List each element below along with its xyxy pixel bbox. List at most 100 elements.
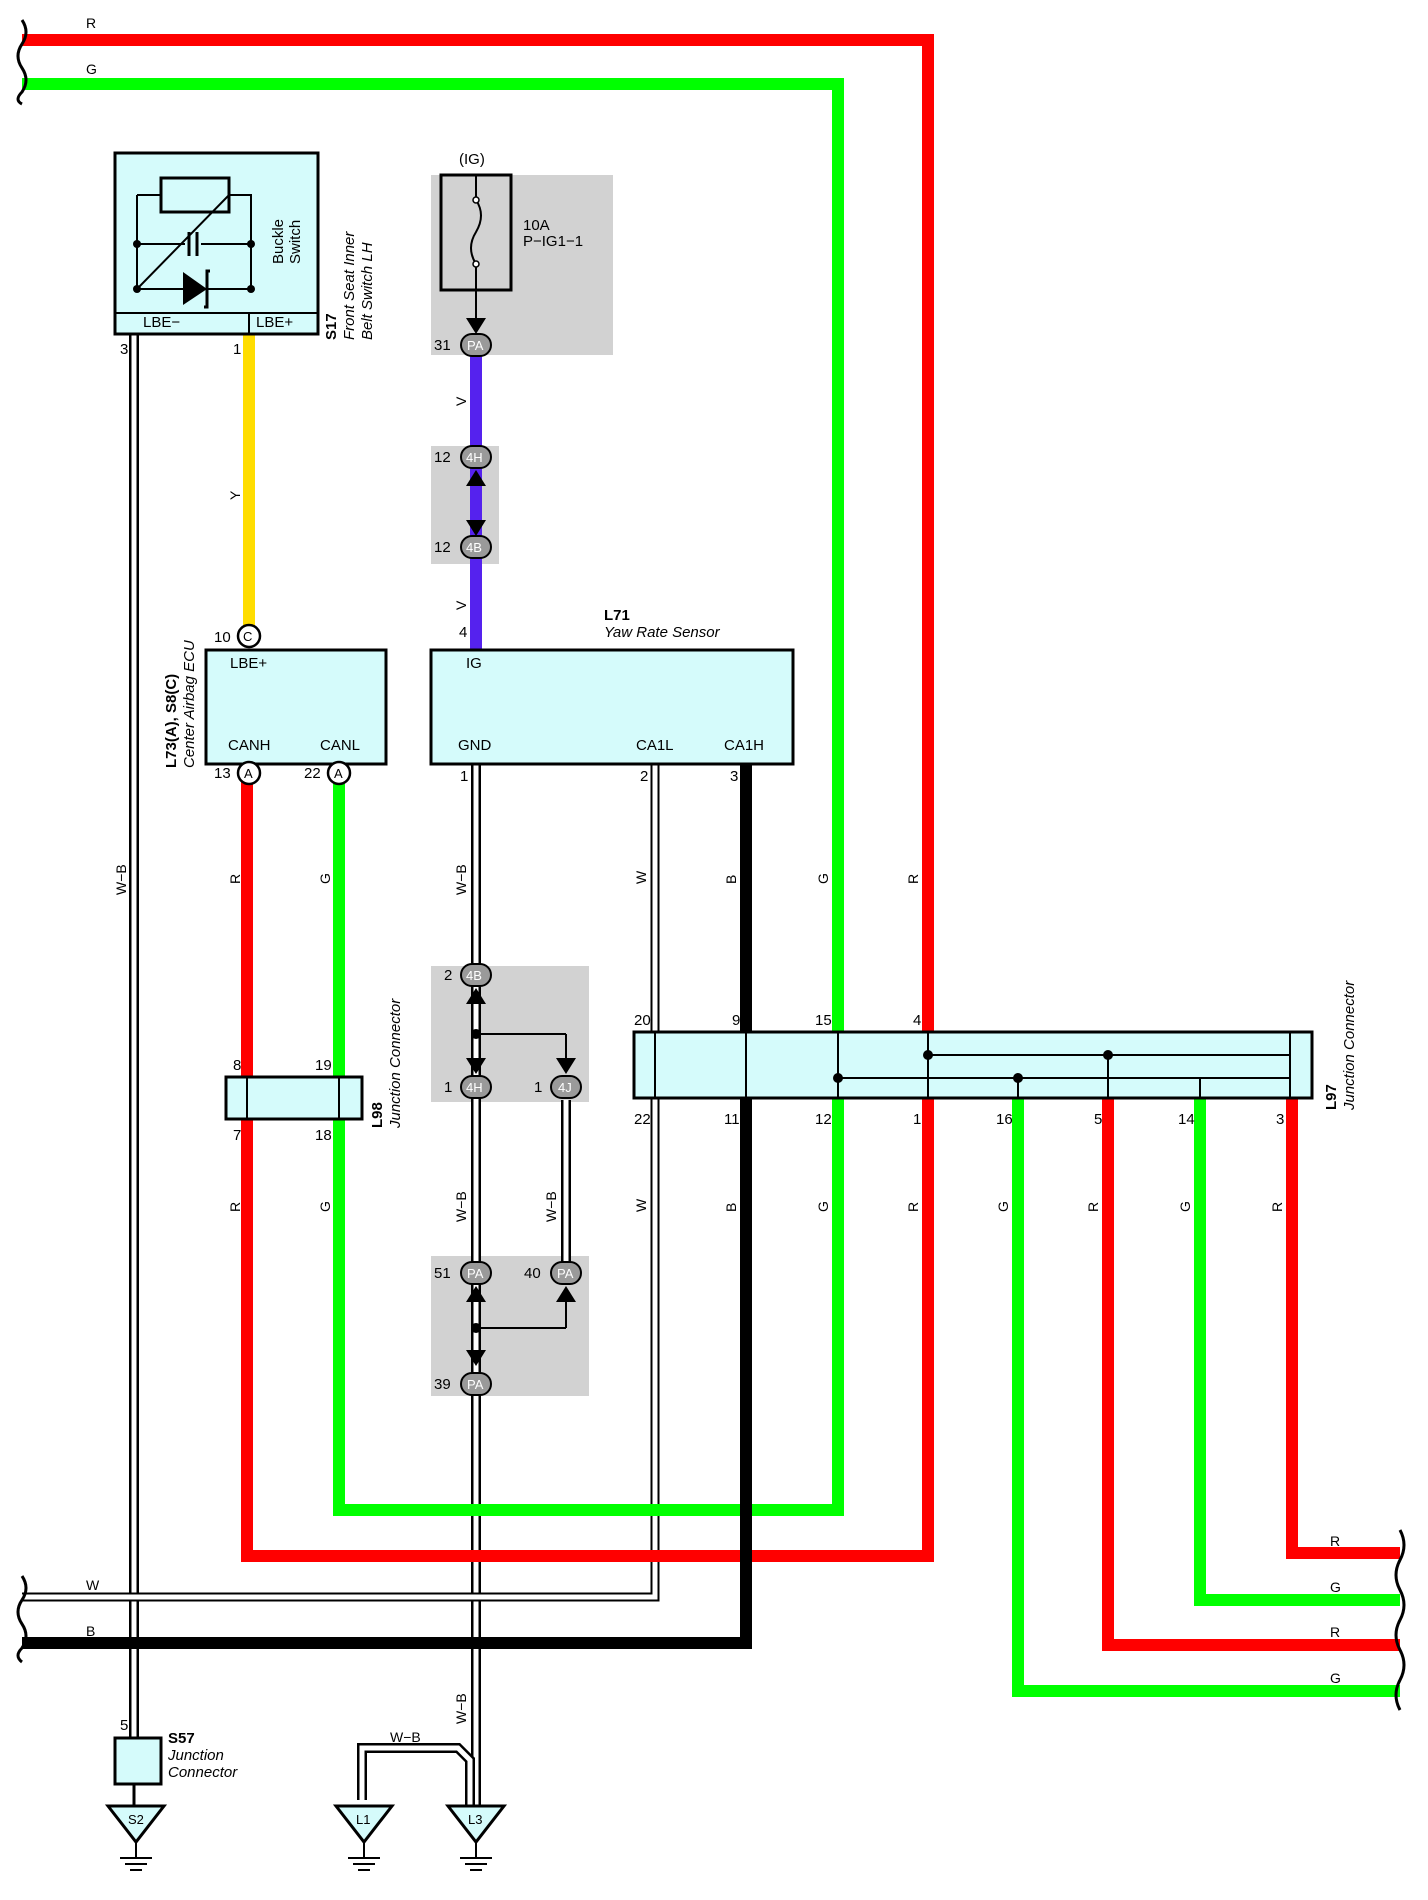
- pin-pa51: 51: [434, 1265, 451, 1282]
- bus-label-top-r: R: [86, 15, 96, 31]
- wl-r-l98-low: R: [227, 1202, 243, 1212]
- s17-pin-neg: 3: [120, 341, 128, 358]
- s57-name-line1: Junction: [167, 1747, 224, 1764]
- l98-pin-8: 8: [233, 1057, 241, 1074]
- svg-text:PA: PA: [557, 1266, 574, 1281]
- svg-text:4H: 4H: [466, 450, 483, 465]
- sensor-t-ig: IG: [466, 655, 482, 672]
- connector-arrow-pa51-up: [466, 1286, 486, 1302]
- l97-bottom-pin-16: 16: [996, 1111, 1013, 1128]
- l98-pin-18: 18: [315, 1127, 332, 1144]
- ground-l3-icon: [444, 1804, 508, 1871]
- wl-wb-gnd: W−B: [453, 864, 469, 895]
- wl-wb-ground: W−B: [453, 1693, 469, 1724]
- l97-code: L97: [1323, 1084, 1340, 1110]
- fuse-shade-area: [431, 175, 613, 355]
- connector-arrow-pa40-up: [556, 1286, 576, 1302]
- center-airbag-ecu: LBE+ CANH CANL: [204, 648, 388, 766]
- wl-g-l97-16: G: [995, 1201, 1011, 1212]
- ecu-connector-a-canl: [326, 760, 352, 786]
- wl-r-l97-3: R: [1269, 1202, 1285, 1212]
- splice-dot-pa: [471, 1323, 481, 1333]
- ecu-code: L73(A), S8(C): [163, 674, 180, 768]
- sensor-pin-ca1l: 2: [640, 768, 648, 785]
- sensor-code: L71: [604, 607, 630, 624]
- l98-junction-connector: [224, 1075, 364, 1121]
- fuse-name: P−IG1−1: [523, 233, 583, 250]
- s17-pin-pos: 1: [233, 341, 241, 358]
- svg-text:4B: 4B: [466, 540, 482, 555]
- wl-g-canl: G: [317, 873, 333, 884]
- connector-pa-39: PA: [460, 1372, 492, 1396]
- connector-arrow-4h1-down: [466, 1058, 486, 1074]
- ecu-name: Center Airbag ECU: [181, 640, 198, 768]
- wl-r-l97-1: R: [905, 1202, 921, 1212]
- wl-y-s17: Y: [227, 490, 243, 500]
- l98-pin-7: 7: [233, 1127, 241, 1144]
- wl-g-bus: G: [815, 873, 831, 884]
- bus-label-top-g: G: [86, 61, 97, 77]
- wl-v-lower: V: [453, 600, 469, 610]
- svg-text:PA: PA: [467, 338, 484, 353]
- l98-code: L98: [369, 1102, 386, 1128]
- s17-switch-line1: Buckle: [270, 219, 287, 264]
- s17-switch-line2: Switch: [287, 220, 304, 264]
- ground-l1-label: L1: [356, 1812, 370, 1827]
- wl-g-l97-14: G: [1177, 1201, 1193, 1212]
- l97-top-pin-9: 9: [732, 1012, 740, 1029]
- wl-wb-s17: W−B: [113, 864, 129, 895]
- wl-g-l98-low: G: [317, 1201, 333, 1212]
- connector-arrow-4b2-up: [466, 988, 486, 1004]
- l98-name: Junction Connector: [387, 998, 404, 1129]
- pin-4b-12: 12: [434, 539, 451, 556]
- splice-dot-4h: [471, 1029, 481, 1039]
- ecu-pin-canl: 22: [304, 765, 321, 782]
- sensor-t-ca1l: CA1L: [636, 737, 674, 754]
- connector-pa-31: PA: [460, 333, 492, 357]
- pin-pa40: 40: [524, 1265, 541, 1282]
- bus-label-bottom-w: W: [86, 1577, 100, 1593]
- connector-arrow-4h-up: [466, 470, 486, 486]
- s57-junction-connector: [113, 1736, 163, 1806]
- wire-wb-l1: [357, 1743, 475, 1810]
- pin-4h-1: 1: [444, 1079, 452, 1096]
- yaw-rate-sensor: IG GND CA1L CA1H: [429, 648, 795, 766]
- fuse-source: (IG): [459, 151, 485, 168]
- pin-pa39: 39: [434, 1376, 451, 1393]
- connector-4b-2: 4B: [460, 963, 492, 987]
- zener-diode-icon: [183, 272, 207, 305]
- connector-pa-51: PA: [460, 1261, 492, 1285]
- ecu-pin-canh: 13: [214, 765, 231, 782]
- wl-b-l97-11: B: [723, 1203, 739, 1212]
- l97-top-pin-4: 4: [913, 1012, 921, 1029]
- ground-s2-label: S2: [128, 1812, 144, 1827]
- s17-name-line1: Front Seat Inner: [341, 231, 358, 340]
- wl-g-l97-12: G: [815, 1201, 831, 1212]
- bus-break-right: [1394, 1529, 1406, 1711]
- wire-r-top-bus: [22, 34, 934, 1562]
- svg-text:PA: PA: [467, 1266, 484, 1281]
- wl-w-ca1l: W: [633, 870, 649, 884]
- wire-r-l97-5: [1102, 1098, 1400, 1651]
- sensor-pin-ca1h: 3: [730, 768, 738, 785]
- bus-label-right-g2: G: [1330, 1670, 1341, 1686]
- connector-4h-12: 4H: [460, 445, 492, 469]
- connector-arrow-pa39-down: [466, 1350, 486, 1366]
- ecu-connector-c: [236, 623, 262, 649]
- wl-r-bus: R: [905, 874, 921, 884]
- wire-g-top-bus: [22, 78, 844, 1516]
- ground-s2-icon: [104, 1804, 168, 1871]
- wl-v-upper: V: [453, 396, 469, 406]
- s57-pin: 5: [120, 1717, 128, 1734]
- connector-pa-40: PA: [550, 1261, 582, 1285]
- sensor-pin-ig: 4: [459, 624, 467, 641]
- l97-name: Junction Connector: [1341, 980, 1358, 1111]
- s57-name-line2: Connector: [168, 1764, 238, 1781]
- bus-break-left-bottom: [16, 1575, 28, 1664]
- wl-b-ca1h: B: [723, 875, 739, 884]
- ecu-t-canl: CANL: [320, 737, 360, 754]
- svg-text:4J: 4J: [558, 1080, 572, 1095]
- wl-wb-l1: W−B: [390, 1729, 421, 1745]
- l97-bottom-pin-5: 5: [1094, 1111, 1102, 1128]
